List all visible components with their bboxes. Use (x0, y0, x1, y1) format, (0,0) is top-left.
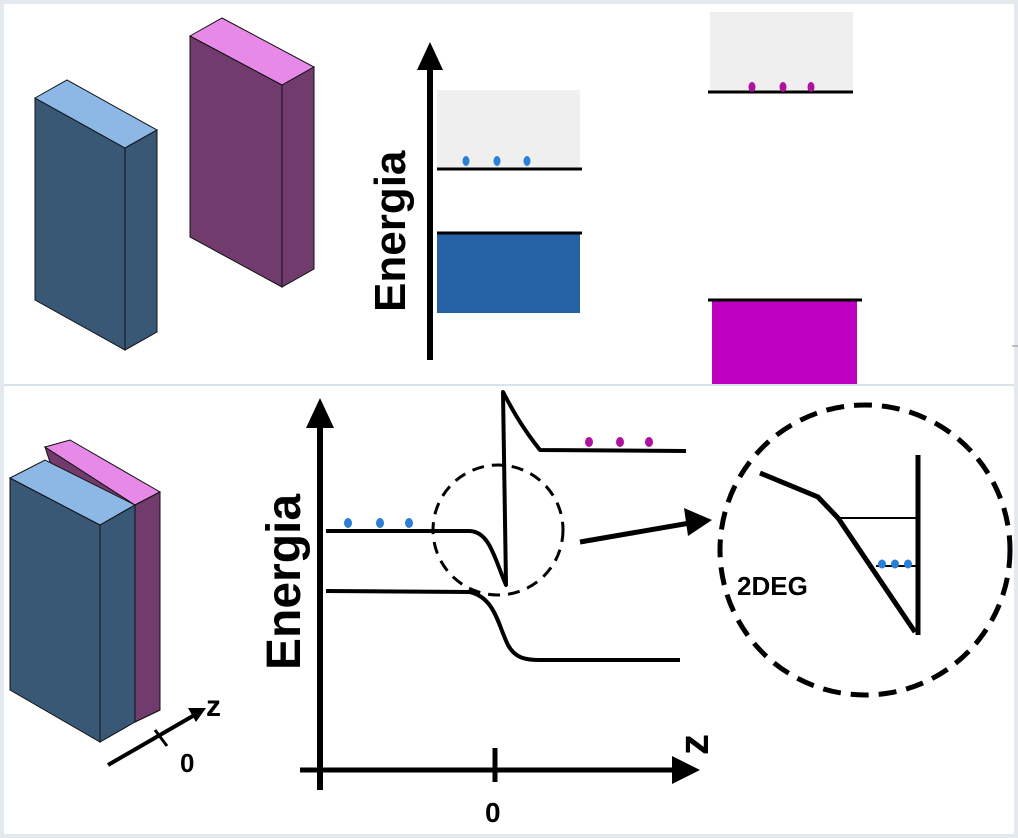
electron-dot (523, 156, 531, 166)
conduction-band (326, 390, 687, 587)
electron-dot (891, 559, 899, 569)
electron-dot (493, 156, 501, 166)
top-energy-label: Energia (366, 150, 415, 312)
electron-dot (585, 437, 593, 447)
bottom-energy-label: Energia (258, 494, 311, 670)
block-z-axis (106, 708, 206, 767)
heterojunction-blocks (8, 439, 162, 743)
electron-dot (779, 82, 787, 92)
z-axis-label: z (670, 734, 717, 755)
purple-material-block (188, 17, 316, 288)
electron-dot (807, 82, 815, 92)
origin-label: 0 (485, 797, 501, 828)
electron-dot (904, 559, 912, 569)
electron-dot (405, 518, 413, 528)
zoom-arrow (579, 508, 712, 545)
bottom-energy-axis (306, 398, 334, 790)
purple-material-bands (708, 12, 862, 385)
2deg-label: 2DEG (737, 571, 808, 601)
electron-dot (344, 518, 352, 528)
bottom-z-axis (300, 748, 700, 784)
valence-band (325, 589, 680, 662)
electron-dot (376, 518, 384, 528)
electron-dot (645, 437, 653, 447)
block-z-label: z (206, 690, 221, 723)
electron-dot (616, 437, 624, 447)
zoom-circle (717, 402, 1013, 698)
junction-highlight-circle (431, 463, 565, 597)
electron-dot (748, 82, 756, 92)
top-energy-axis (417, 42, 443, 360)
block-origin-label: 0 (180, 748, 194, 778)
electron-dot (878, 559, 886, 569)
electron-dot (462, 156, 470, 166)
blue-material-block (33, 79, 159, 351)
blue-material-bands (437, 90, 582, 313)
zoomed-quantum-well (759, 455, 921, 635)
